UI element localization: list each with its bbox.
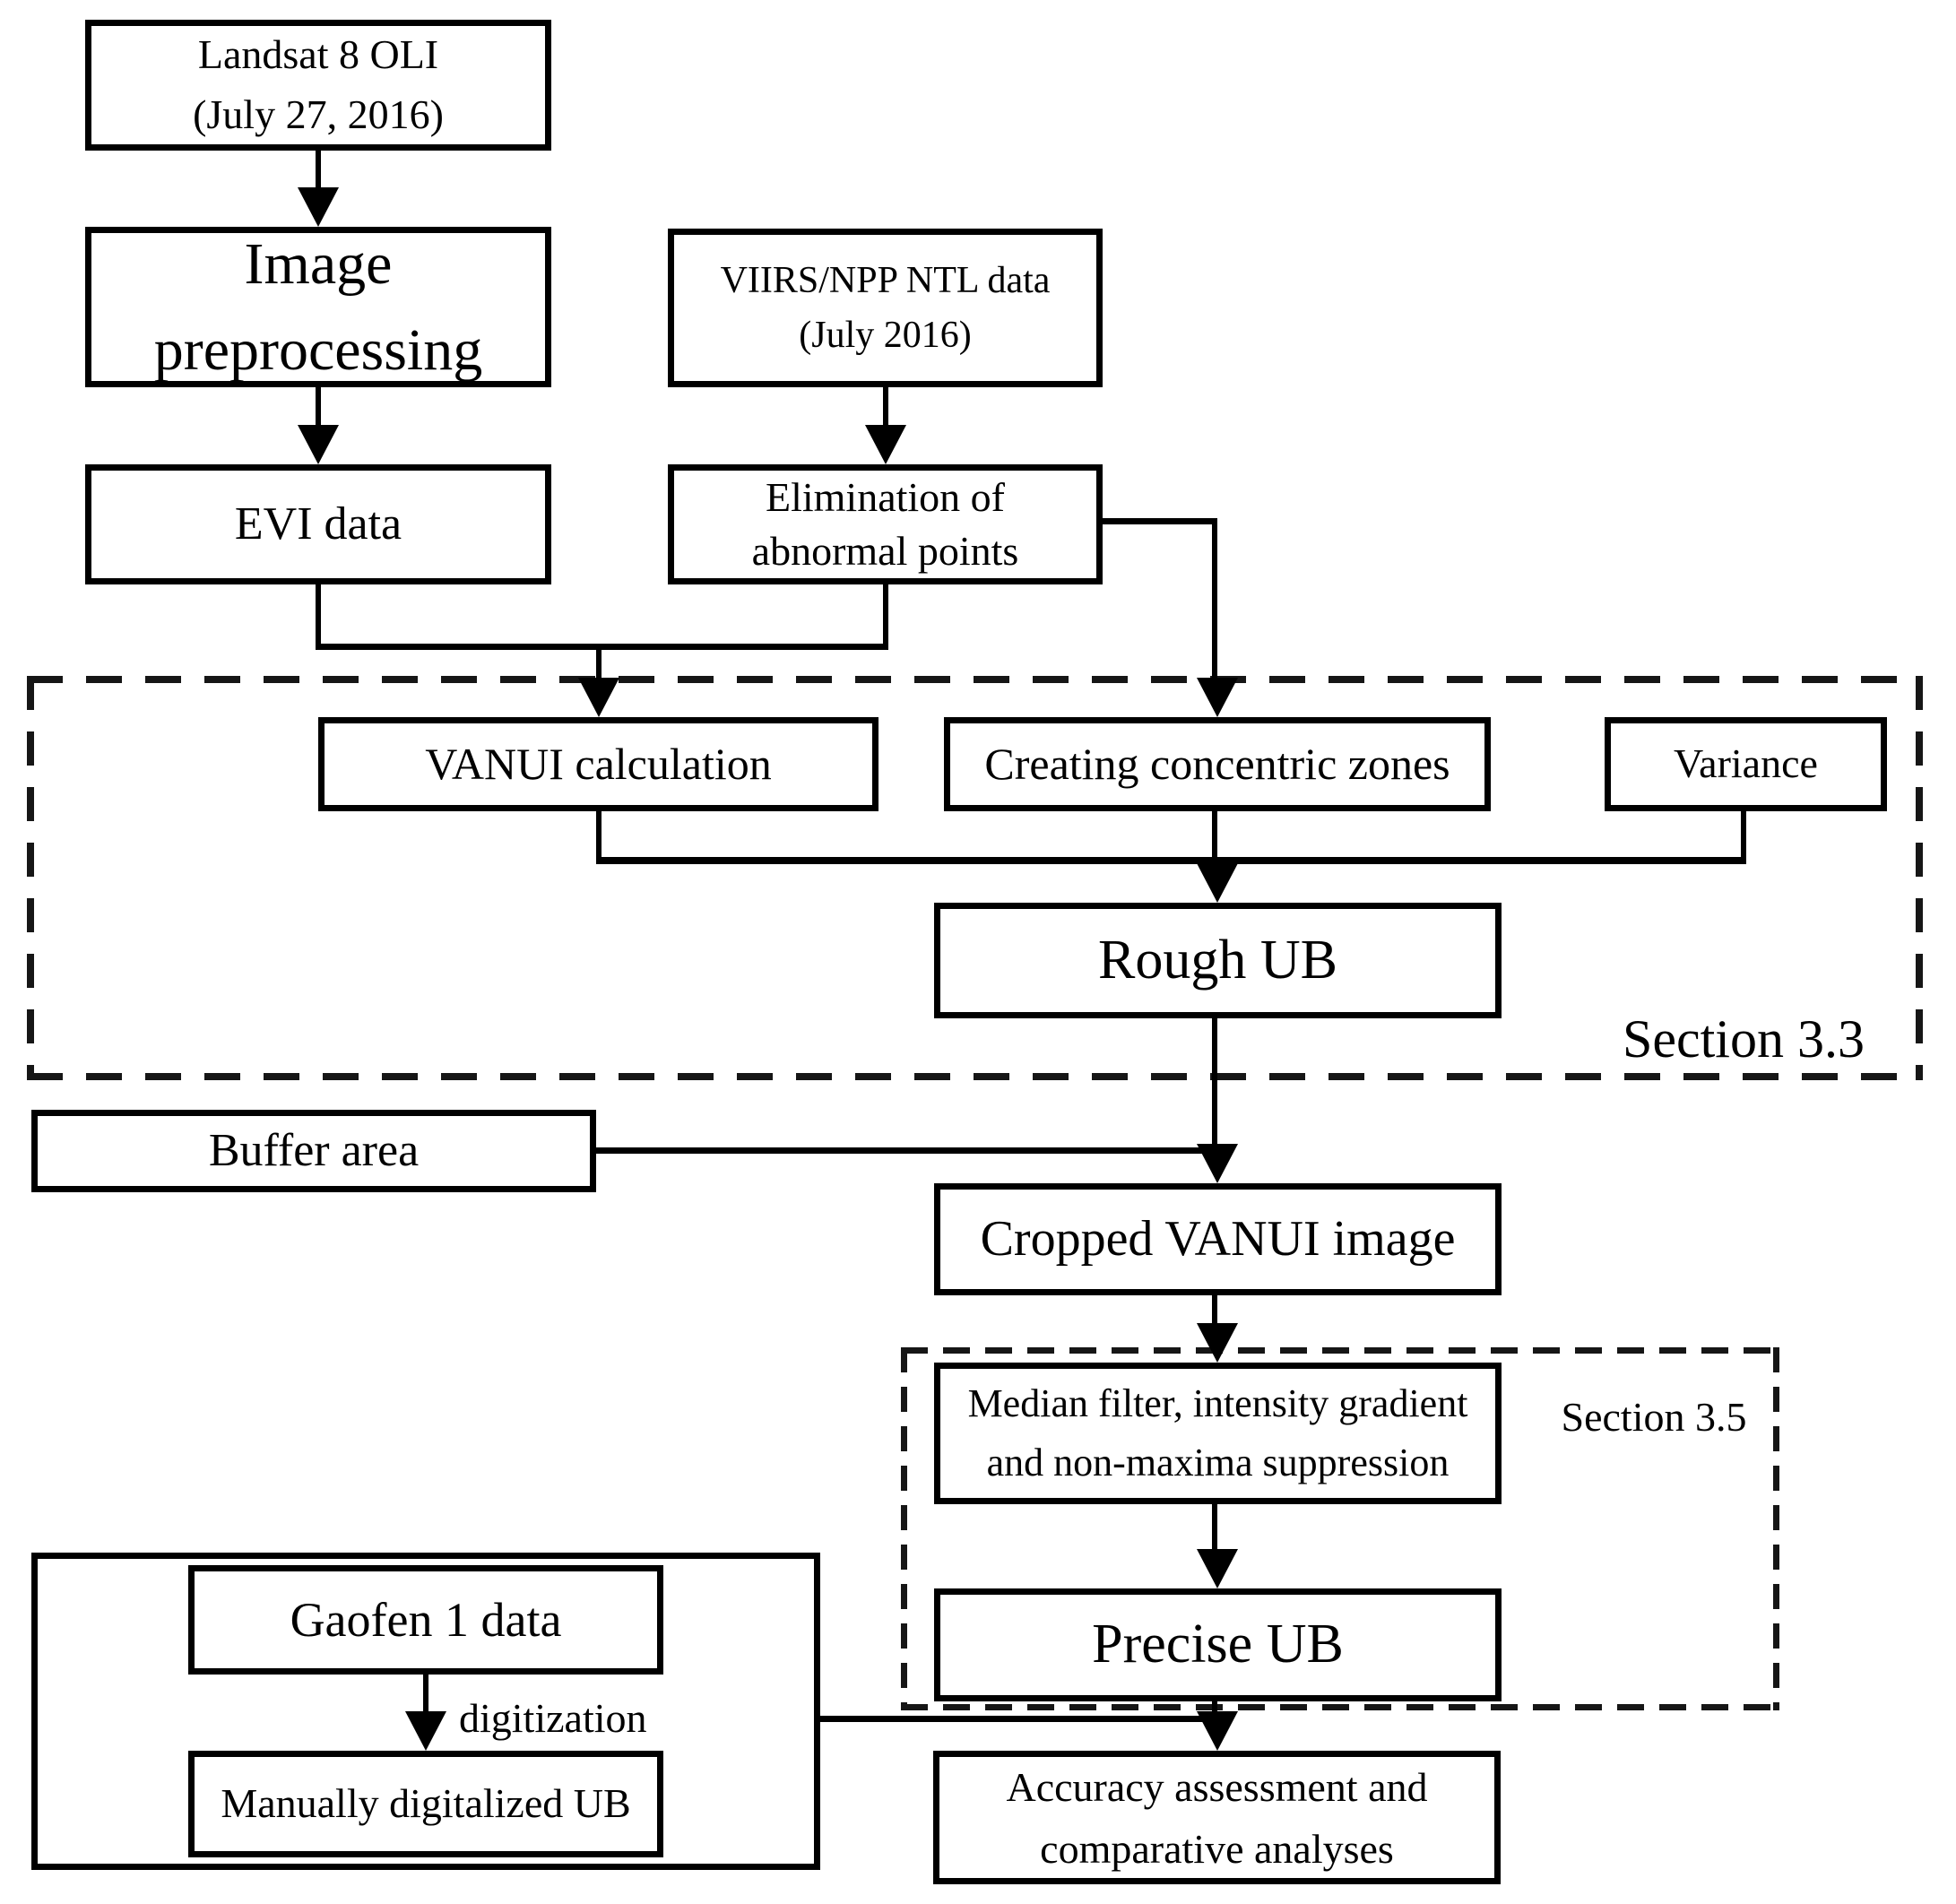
node-vanui-calculation-label: VANUI calculation <box>425 739 772 790</box>
section-3-5-border-left <box>901 1347 907 1710</box>
merge-bar-evi-elimination <box>316 644 888 650</box>
arrowhead-into-precise-ub <box>1197 1549 1238 1588</box>
connector-elimination-to-zones <box>1212 518 1217 683</box>
node-image-preprocessing: Image preprocessing <box>85 227 551 387</box>
merge-bar-vanui-zones-variance <box>596 857 1746 864</box>
arrowhead-into-cropped-vanui <box>1197 1144 1238 1183</box>
node-landsat-line2: (July 27, 2016) <box>193 91 444 137</box>
node-elimination-line2: abnormal points <box>751 528 1019 574</box>
connector-landsat-to-preprocessing <box>316 151 321 191</box>
node-vanui-calculation: VANUI calculation <box>318 717 878 811</box>
node-accuracy: Accuracy assessment and comparative anal… <box>933 1751 1501 1884</box>
section-3-3-dashed-box <box>27 676 1923 1080</box>
node-landsat-line1: Landsat 8 OLI <box>197 31 439 78</box>
connector-median-to-precise <box>1212 1504 1217 1554</box>
connector-gaofen-group-right <box>818 1716 1217 1722</box>
connector-precise-down <box>1212 1701 1217 1718</box>
node-elimination: Elimination of abnormal points <box>668 464 1103 584</box>
arrowhead-into-vanui <box>578 678 619 717</box>
section-3-3-border-bottom <box>27 1073 1923 1080</box>
gaofen-group-box <box>31 1553 820 1870</box>
section-3-5-border-top <box>901 1347 1779 1354</box>
connector-zones-to-rough-ub <box>1212 811 1217 867</box>
node-accuracy-line2: comparative analyses <box>1040 1825 1394 1872</box>
node-precise-ub-label: Precise UB <box>1092 1614 1344 1675</box>
connector-cropped-to-median <box>1212 1295 1217 1329</box>
node-creating-zones-label: Creating concentric zones <box>984 739 1450 790</box>
node-cropped-vanui: Cropped VANUI image <box>934 1183 1502 1295</box>
arrowhead-into-accuracy <box>1197 1711 1238 1751</box>
arrowhead-into-preprocessing <box>298 187 339 227</box>
arrowhead-into-rough-ub <box>1197 863 1238 903</box>
connector-buffer-area-right <box>593 1147 1217 1154</box>
connector-vanui-down <box>596 811 602 862</box>
node-median-filter-line2: and non-maxima suppression <box>986 1441 1450 1484</box>
node-cropped-vanui-label: Cropped VANUI image <box>980 1210 1456 1267</box>
arrowhead-into-evi <box>298 425 339 464</box>
node-buffer-area: Buffer area <box>31 1110 596 1192</box>
section-3-5-border-right <box>1773 1347 1779 1710</box>
connector-preprocessing-to-evi <box>316 387 321 428</box>
node-precise-ub: Precise UB <box>934 1588 1502 1701</box>
node-evi-data: EVI data <box>85 464 551 584</box>
arrowhead-into-zones <box>1197 678 1238 717</box>
node-variance: Variance <box>1605 717 1887 811</box>
node-gaofen-data-label: Gaofen 1 data <box>290 1592 562 1647</box>
node-gaofen-data: Gaofen 1 data <box>188 1565 663 1675</box>
node-evi-data-label: EVI data <box>234 498 402 550</box>
node-median-filter-line1: Median filter, intensity gradient <box>967 1381 1468 1425</box>
arrowhead-into-manual-ub <box>405 1711 446 1751</box>
node-viirs-ntl-line1: VIIRS/NPP NTL data <box>720 259 1051 301</box>
digitization-label: digitization <box>459 1695 647 1741</box>
node-creating-zones: Creating concentric zones <box>944 717 1491 811</box>
connector-rough-ub-down <box>1212 1018 1217 1149</box>
section-3-5-dashed-box <box>901 1347 1779 1710</box>
connector-elimination-right <box>1103 518 1217 524</box>
node-image-preprocessing-label: Image preprocessing <box>153 230 483 383</box>
section-3-3-border-top <box>27 676 1923 683</box>
connector-evi-down <box>316 584 321 650</box>
node-manually-digitalized-ub: Manually digitalized UB <box>188 1751 663 1857</box>
connector-merge-to-vanui <box>596 644 602 683</box>
node-viirs-ntl: VIIRS/NPP NTL data (July 2016) <box>668 229 1103 387</box>
section-3-5-border-bottom <box>901 1704 1779 1710</box>
node-median-filter: Median filter, intensity gradient and no… <box>934 1363 1502 1504</box>
section-3-3-border-left <box>27 676 34 1080</box>
section-3-3-label: Section 3.3 <box>1623 1009 1865 1069</box>
section-3-3-border-right <box>1916 676 1923 1080</box>
node-manually-digitalized-ub-label: Manually digitalized UB <box>221 1780 631 1827</box>
node-rough-ub: Rough UB <box>934 903 1502 1018</box>
node-variance-label: Variance <box>1674 740 1818 787</box>
node-rough-ub-label: Rough UB <box>1098 929 1337 991</box>
connector-variance-down <box>1741 811 1746 862</box>
node-elimination-line1: Elimination of <box>765 474 1005 521</box>
node-buffer-area-label: Buffer area <box>208 1125 420 1177</box>
arrowhead-into-elimination <box>865 425 906 464</box>
node-accuracy-line1: Accuracy assessment and <box>1006 1763 1428 1810</box>
connector-viirs-to-elimination <box>883 387 888 428</box>
connector-gaofen-to-manual <box>423 1675 428 1718</box>
node-landsat: Landsat 8 OLI (July 27, 2016) <box>85 20 551 151</box>
node-viirs-ntl-line2: (July 2016) <box>799 314 972 356</box>
section-3-5-label: Section 3.5 <box>1561 1394 1747 1440</box>
connector-elimination-down <box>883 584 888 650</box>
arrowhead-into-median-filter <box>1197 1323 1238 1363</box>
